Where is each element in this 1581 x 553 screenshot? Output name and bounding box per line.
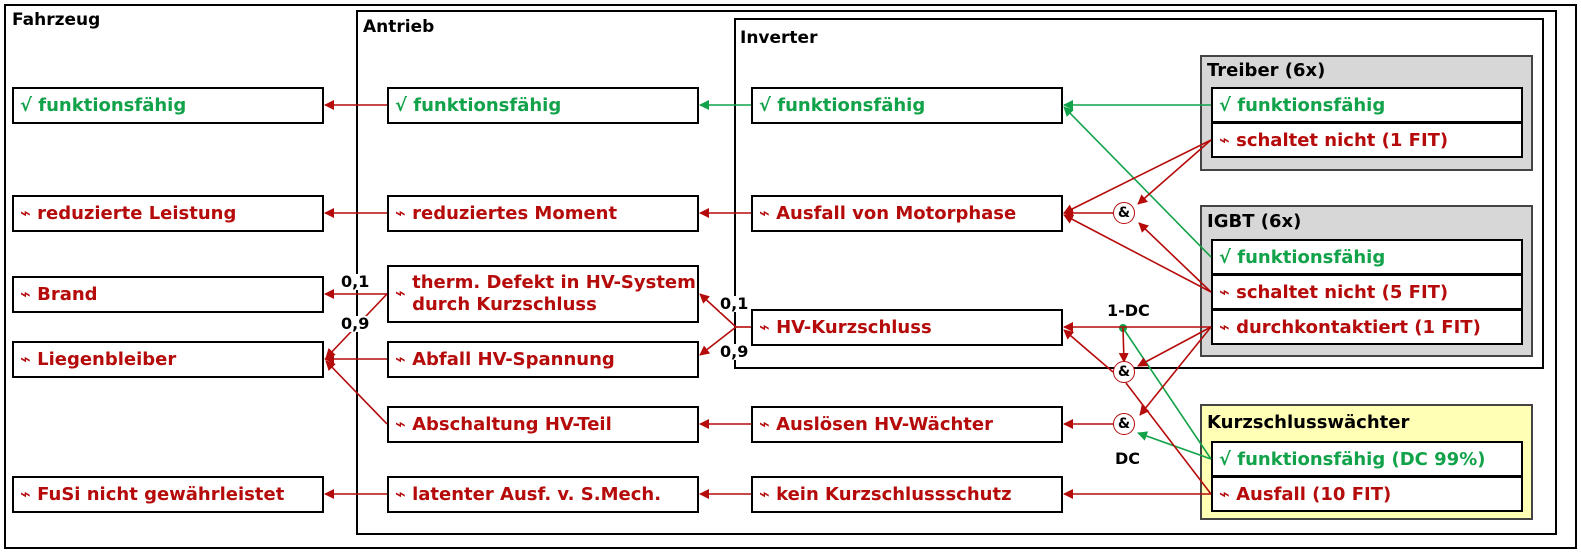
igbt-fail-short-box: durchkontaktiert (1 FIT) <box>1211 309 1523 345</box>
monitor-ok-box: funktionsfähig (DC 99%) <box>1211 441 1523 477</box>
igbt-group-title: IGBT (6x) <box>1207 211 1302 232</box>
probability-fire: 0,1 <box>341 272 370 291</box>
and-gate-hv-short: & <box>1113 361 1135 383</box>
drive-ok-box: funktionsfähig <box>387 87 699 124</box>
dc-label: DC <box>1115 449 1141 468</box>
drive-frame <box>356 10 1557 535</box>
vehicle-reduced-power-box: reduzierte Leistung <box>12 195 324 232</box>
vehicle-fire-box: Brand <box>12 276 324 313</box>
and-gate-monitor: & <box>1113 413 1135 435</box>
driver-fail-box: schaltet nicht (1 FIT) <box>1211 122 1523 158</box>
vehicle-breakdown-box: Liegenbleiber <box>12 341 324 378</box>
short-circuit-monitor-title: Kurzschlusswächter <box>1207 412 1410 433</box>
monitor-fail-box: Ausfall (10 FIT) <box>1211 476 1523 512</box>
probability-breakdown: 0,9 <box>341 314 370 333</box>
vehicle-ok-box: funktionsfähig <box>12 87 324 124</box>
drive-latent-failure-box: latenter Ausf. v. S.Mech. <box>387 476 699 513</box>
inverter-frame <box>734 18 1544 369</box>
driver-ok-box: funktionsfähig <box>1211 87 1523 123</box>
vehicle-frame <box>4 4 1577 549</box>
vehicle-frame-title: Fahrzeug <box>12 10 101 30</box>
one-minus-dc-label: 1-DC <box>1107 301 1150 320</box>
drive-hv-drop-box: Abfall HV-Spannung <box>387 341 699 378</box>
drive-thermal-defect-box: therm. Defekt in HV-System durch Kurzsch… <box>387 265 699 323</box>
probability-voltage-drop: 0,9 <box>720 342 749 361</box>
inverter-no-protection-box: kein Kurzschlussschutz <box>751 476 1063 513</box>
inverter-ok-box: funktionsfähig <box>751 87 1063 124</box>
driver-group-title: Treiber (6x) <box>1207 60 1326 81</box>
inverter-motor-phase-box: Ausfall von Motorphase <box>751 195 1063 232</box>
drive-hv-shutdown-box: Abschaltung HV-Teil <box>387 406 699 443</box>
vehicle-safety-box: FuSi nicht gewährleistet <box>12 476 324 513</box>
drive-reduced-torque-box: reduziertes Moment <box>387 195 699 232</box>
inverter-trigger-monitor-box: Auslösen HV-Wächter <box>751 406 1063 443</box>
inverter-hv-short-box: HV-Kurzschluss <box>751 309 1063 346</box>
and-gate-motor-phase: & <box>1113 202 1135 224</box>
probability-thermal: 0,1 <box>720 294 749 313</box>
inverter-frame-title: Inverter <box>740 28 818 48</box>
igbt-ok-box: funktionsfähig <box>1211 239 1523 275</box>
igbt-fail-open-box: schaltet nicht (5 FIT) <box>1211 274 1523 310</box>
drive-frame-title: Antrieb <box>363 17 435 37</box>
